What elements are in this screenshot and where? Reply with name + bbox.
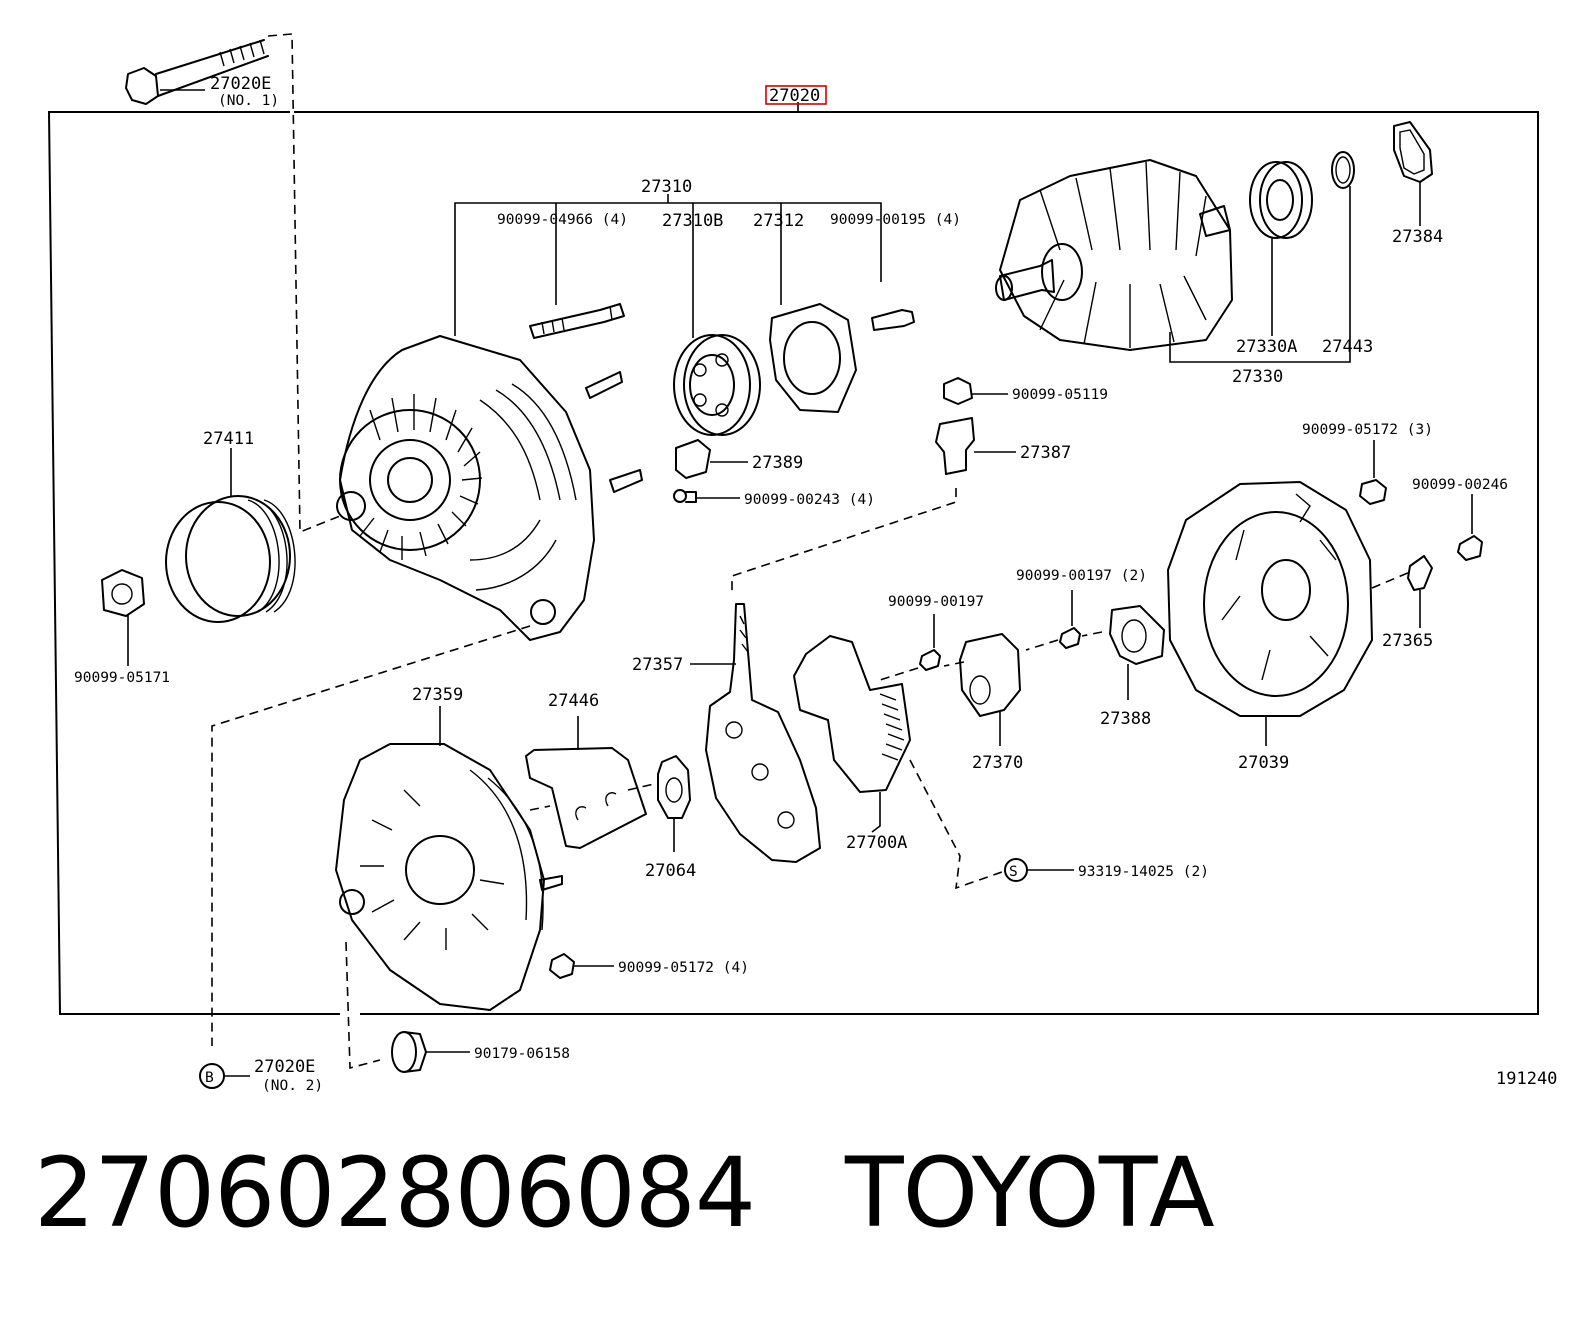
screw-top-label: 90099-00195 (4) (830, 212, 961, 228)
screw-insulator-label: 90099-00243 (4) (744, 492, 875, 508)
terminal-clip-label: 27365 (1382, 631, 1433, 651)
brush-holder-cover-label: 27388 (1100, 709, 1151, 729)
terminal-insulator: 27389 (675, 439, 803, 479)
plate-label: 27446 (548, 691, 599, 711)
screw-center: 90099-00197 (888, 594, 984, 671)
brush-holder: 27370 (959, 633, 1023, 773)
bolt-no2-note: (NO. 2) (262, 1078, 323, 1094)
nut-rear: 90099-05172 (3) (1302, 422, 1433, 505)
bolt-no1-part: 27020E (210, 74, 271, 94)
screw-s-marker: S (1009, 864, 1018, 880)
screw-rear: 90099-00246 (1412, 477, 1508, 561)
bearing-cover: 27384 (1392, 121, 1443, 247)
nut-cover: 90099-05172 (4) (549, 953, 749, 979)
rotor-label: 27330 (1232, 367, 1283, 387)
rear-frame-label: 27039 (1238, 753, 1289, 773)
rotor-bearing: 27330A (1236, 161, 1313, 357)
pulley-nut-label: 90099-05171 (74, 670, 170, 686)
caption-part-number: 27060280608 (34, 1137, 696, 1249)
terminal-insulator-label: 27389 (752, 453, 803, 473)
bearing-cover-label: 27384 (1392, 227, 1443, 247)
bolt-no1-note: (NO. 1) (218, 93, 279, 109)
assembly-frame (47, 102, 1539, 1015)
washer-label: 27064 (645, 861, 696, 881)
terminal-nut-label: 90099-05119 (1012, 387, 1108, 403)
part-caption: 270602806084 TOYOTA (34, 1137, 1215, 1249)
rear-end-cover-label: 27359 (412, 685, 463, 705)
retainer-plate (769, 303, 857, 413)
rotor-ring-label: 27443 (1322, 337, 1373, 357)
screw-insulator: 90099-00243 (4) (673, 489, 875, 508)
caption-part-number-last-digit: 4 (694, 1137, 756, 1249)
through-bolt-no2: B 27020E (NO. 2) (199, 1057, 323, 1094)
regulator: 27700A (793, 635, 911, 853)
terminal-bush: 27387 (935, 417, 1071, 475)
main-part-number: 27020 (769, 86, 820, 106)
frame-group-bracket: 27310 90099-04966 (4) 27310B 27312 90099… (454, 177, 961, 338)
screw-s-label: 93319-14025 (2) (1078, 864, 1209, 880)
nut-rear-label: 90099-05172 (3) (1302, 422, 1433, 438)
regulator-label: 27700A (846, 833, 907, 853)
front-bearing (673, 334, 761, 436)
brush-holder-label: 27370 (972, 753, 1023, 773)
pulley: 27411 (165, 429, 296, 623)
bush: 90179-06158 (391, 1031, 570, 1073)
screw-top (871, 309, 915, 331)
rotor: 27330 (995, 159, 1351, 387)
frame-group-label: 27310 (641, 177, 692, 197)
stud-bolt-label: 90099-04966 (4) (497, 212, 628, 228)
retainer-label: 27312 (753, 211, 804, 231)
terminal-bush-label: 27387 (1020, 443, 1071, 463)
through-bolt-no1: 27020E (NO. 1) (125, 39, 279, 109)
screw-center-label: 90099-00197 (888, 594, 984, 610)
pulley-label: 27411 (203, 429, 254, 449)
front-bearing-label: 27310B (662, 211, 723, 231)
bolt-no2-marker: B (205, 1070, 214, 1086)
caption-brand: TOYOTA (844, 1137, 1215, 1249)
screw-s: S 93319-14025 (2) (1004, 858, 1209, 882)
exploded-parts-diagram: 27020 27020E (NO. 1) 27310 90099-04966 (… (47, 33, 1557, 1094)
diagram-code: 191240 (1496, 1069, 1557, 1089)
stud-bolt (529, 303, 625, 339)
main-part-callout[interactable]: 27020 (765, 85, 827, 106)
rectifier: 27357 (632, 603, 821, 863)
rear-frame: 27039 (1167, 481, 1373, 773)
rear-end-cover: 27359 (335, 685, 563, 1011)
nut-cover-label: 90099-05172 (4) (618, 960, 749, 976)
rotor-bearing-label: 27330A (1236, 337, 1297, 357)
bush-label: 90179-06158 (474, 1046, 570, 1062)
drive-end-frame (336, 335, 643, 641)
terminal-clip: 27365 (1382, 555, 1433, 651)
plate: 27446 (525, 691, 647, 849)
screw-right: 90099-00197 (2) (1016, 568, 1147, 649)
rotor-ring: 27443 (1322, 151, 1373, 357)
screw-rear-label: 90099-00246 (1412, 477, 1508, 493)
washer: 27064 (645, 755, 696, 881)
brush-holder-cover: 27388 (1100, 605, 1165, 729)
terminal-nut: 90099-05119 (943, 377, 1108, 405)
pulley-nut: 90099-05171 (74, 569, 170, 686)
screw-right-label: 90099-00197 (2) (1016, 568, 1147, 584)
bolt-no2-part: 27020E (254, 1057, 315, 1077)
rectifier-lead-label: 27357 (632, 655, 683, 675)
